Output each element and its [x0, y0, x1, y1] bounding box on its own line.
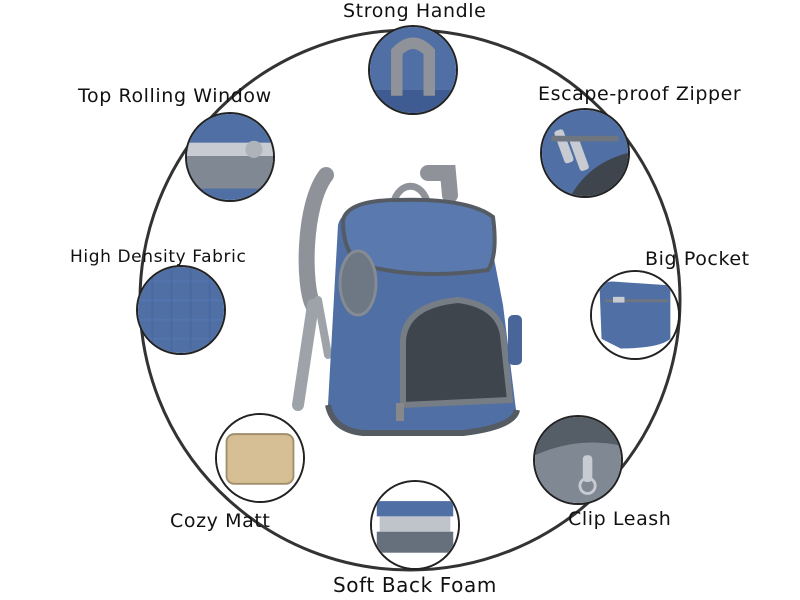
- window-icon: [187, 114, 273, 200]
- clip-icon: [535, 417, 621, 503]
- pet-carrier-backpack-image: [292, 165, 522, 436]
- escape-proof-zipper-label: Escape-proof Zipper: [538, 83, 742, 105]
- handle-icon: [370, 27, 456, 113]
- big-pocket-label: Big Pocket: [645, 248, 750, 270]
- clip-leash-label: Clip Leash: [568, 508, 672, 530]
- top-rolling-window-thumbnail: [185, 112, 275, 202]
- soft-back-foam-label: Soft Back Foam: [333, 573, 497, 597]
- soft-back-foam-thumbnail: [370, 480, 460, 570]
- matt-icon: [217, 415, 303, 501]
- top-rolling-window-label: Top Rolling Window: [78, 85, 272, 107]
- escape-proof-zipper-thumbnail: [540, 108, 630, 198]
- cozy-matt-thumbnail: [215, 413, 305, 503]
- fabric-icon: [138, 267, 224, 353]
- clip-leash-thumbnail: [533, 415, 623, 505]
- big-pocket-thumbnail: [590, 270, 680, 360]
- pocket-icon: [592, 272, 678, 358]
- zipper-icon: [542, 110, 628, 196]
- high-density-fabric-thumbnail: [136, 265, 226, 355]
- strong-handle-thumbnail: [368, 25, 458, 115]
- cozy-matt-label: Cozy Matt: [170, 510, 271, 532]
- high-density-fabric-label: High Density Fabric: [70, 247, 247, 267]
- foam-icon: [372, 482, 458, 568]
- strong-handle-label: Strong Handle: [343, 0, 487, 22]
